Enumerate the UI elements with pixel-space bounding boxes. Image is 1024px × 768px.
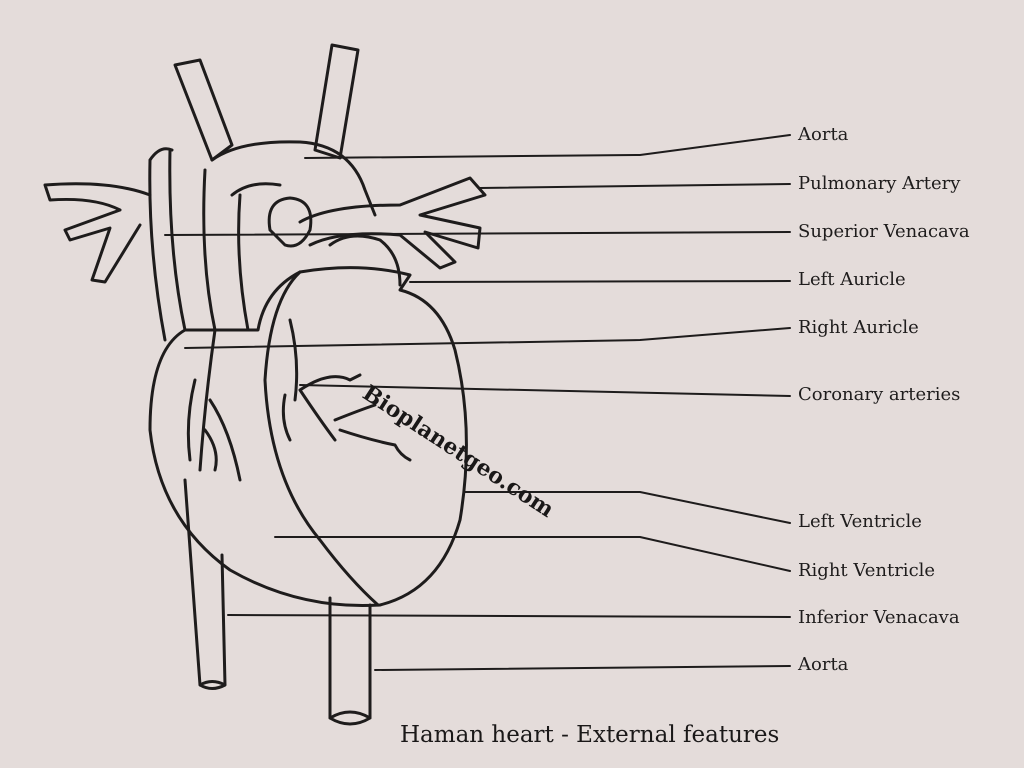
superior-venacava-drawing: [148, 147, 187, 342]
label-superior-venacava: Superior Venacava: [798, 221, 970, 242]
leader-superior-venacava: [164, 231, 791, 236]
leader-coronary-arteries: [299, 384, 791, 397]
heart-body-drawing: [148, 234, 468, 608]
leader-pulmonary-artery: [479, 183, 791, 189]
inferior-venacava-drawing: [183, 478, 227, 690]
leader-right-ventricle: [274, 536, 791, 572]
label-right-ventricle: Right Ventricle: [798, 560, 936, 581]
leader-aorta: [304, 134, 791, 159]
descending-aorta-drawing: [328, 596, 372, 726]
pulmonary-artery-drawing: [43, 176, 487, 284]
label-aorta: Aorta: [798, 124, 849, 145]
leader-left-ventricle: [464, 491, 791, 524]
leader-left-auricle: [409, 280, 791, 283]
label-left-auricle: Left Auricle: [798, 269, 906, 290]
aorta-arch-drawing: [173, 43, 377, 332]
label-pulmonary-artery: Pulmonary Artery: [798, 173, 961, 194]
label-left-ventricle: Left Ventricle: [798, 511, 922, 532]
label-inferior-venacava: Inferior Venacava: [798, 607, 960, 628]
label-aorta-lower: Aorta: [798, 654, 849, 675]
leader-inferior-venacava: [227, 614, 791, 618]
label-coronary-arteries: Coronary arteries: [798, 384, 961, 405]
leader-lines: [164, 134, 791, 671]
leader-right-auricle: [184, 327, 791, 349]
diagram-caption: Haman heart - External features: [400, 722, 780, 748]
leader-aorta-lower: [374, 665, 791, 671]
label-right-auricle: Right Auricle: [798, 317, 919, 338]
